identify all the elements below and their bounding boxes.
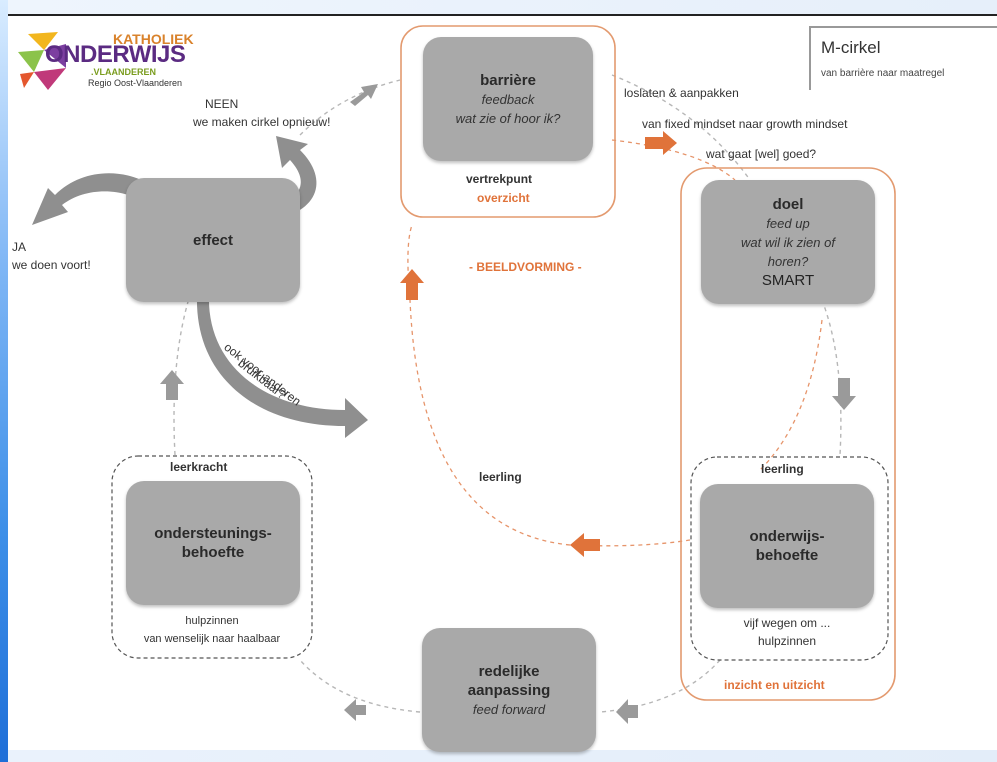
page-title: M-cirkel (821, 38, 881, 57)
logo-vlaanderen: .VLAANDEREN (91, 67, 157, 77)
effect-title: effect (192, 231, 233, 249)
label-leerling-center: leerling (479, 470, 522, 484)
gray-arrows (160, 84, 856, 724)
redelijke-line3: feed forward (472, 701, 546, 717)
doel-line1: feed up (766, 215, 810, 231)
hulpzinnen-right-text: hulpzinnen (757, 634, 817, 648)
label-leerkracht: leerkracht (170, 460, 228, 474)
onderwijs-line1: onderwijs- (749, 528, 825, 545)
logo-mark (18, 32, 66, 90)
label-doen-voort: we doen voort! (12, 258, 91, 272)
box-doel: doel feed up wat wil ik zien of horen? S… (701, 180, 875, 304)
doel-line3: horen? (767, 253, 809, 269)
barriere-title: barrière (480, 71, 536, 89)
barriere-line1: feedback (481, 91, 535, 107)
label-loslaten: loslaten & aanpakken (624, 86, 739, 100)
onderwijs-line2: behoefte (755, 547, 819, 564)
orange-arrow-right (645, 131, 677, 155)
redelijke-line1: redelijke (478, 662, 540, 680)
page-subtitle: van barrière naar maatregel (821, 68, 945, 79)
wenselijk-text: van wenselijk naar haalbaar (143, 633, 281, 645)
ondersteuning-line2: behoefte (181, 544, 245, 561)
hulpzinnen-left-text: hulpzinnen (185, 615, 239, 627)
outer-cycle-path (173, 74, 842, 713)
doel-title: doel (772, 195, 804, 213)
box-ondersteuningsbehoefte: ondersteunings- behoefte (126, 481, 300, 605)
label-opnieuw: we maken cirkel opnieuw! (193, 115, 331, 129)
label-overzicht: overzicht (477, 191, 530, 205)
barriere-frame (400, 25, 616, 218)
orange-arrow-up (400, 269, 424, 300)
orange-arrow-left (570, 533, 600, 557)
gray-arrow-down (832, 378, 856, 410)
logo-region: Regio Oost-Vlaanderen (88, 78, 183, 88)
label-vertrekpunt: vertrekpunt (466, 172, 533, 186)
logo-onderwijs: ONDERWIJS (45, 41, 186, 68)
label-hulpzinnen-left: hulpzinnen van wenselijk naar haalbaar (112, 612, 312, 648)
label-ja: JA (12, 240, 27, 254)
window-top-edge (8, 0, 997, 16)
doel-line2: wat wil ik zien of (741, 234, 835, 250)
window-bottom-edge (8, 750, 997, 762)
logo-katholiek: KATHOLIEK (113, 31, 194, 47)
redelijke-line2: aanpassing (467, 681, 551, 699)
gray-arrow-bottom-left (344, 699, 366, 721)
label-fixed-mindset: van fixed mindset naar growth mindset (642, 117, 848, 131)
box-redelijke-aanpassing: redelijke aanpassing feed forward (422, 628, 596, 752)
box-onderwijsbehoefte: onderwijs- behoefte (700, 484, 874, 608)
onderwijs-frame (690, 456, 889, 661)
label-neen: NEEN (205, 97, 239, 111)
window-left-edge (0, 0, 8, 762)
gray-arrow-top (350, 84, 378, 106)
gray-arrow-bottom-right (616, 699, 638, 724)
box-barriere: barrière feedback wat zie of hoor ik? (423, 37, 593, 161)
curved-arrow-no (258, 136, 317, 222)
doel-line4: SMART (761, 271, 815, 289)
orange-arrows (400, 131, 677, 557)
label-leerling-right: leerling (761, 462, 804, 476)
barriere-line2: wat zie of hoor ik? (455, 110, 561, 126)
gray-arrow-up-left (160, 370, 184, 400)
box-effect: effect (126, 178, 300, 302)
label-vijf-wegen: vijf wegen om ... hulpzinnen (700, 614, 874, 650)
label-beeldvorming: - BEELDVORMING - (469, 260, 582, 274)
ondersteuning-line1: ondersteunings- (154, 525, 272, 542)
label-wat-gaat-goed: wat gaat [wel] goed? (706, 147, 817, 161)
vijf-wegen-text: vijf wegen om ... (743, 616, 831, 630)
title-box: M-cirkel van barrière naar maatregel (809, 26, 997, 90)
ondersteuning-frame (111, 455, 313, 659)
label-inzicht-uitzicht: inzicht en uitzicht (724, 678, 825, 692)
doel-frame (680, 167, 896, 701)
curved-arrow-others (196, 282, 368, 438)
